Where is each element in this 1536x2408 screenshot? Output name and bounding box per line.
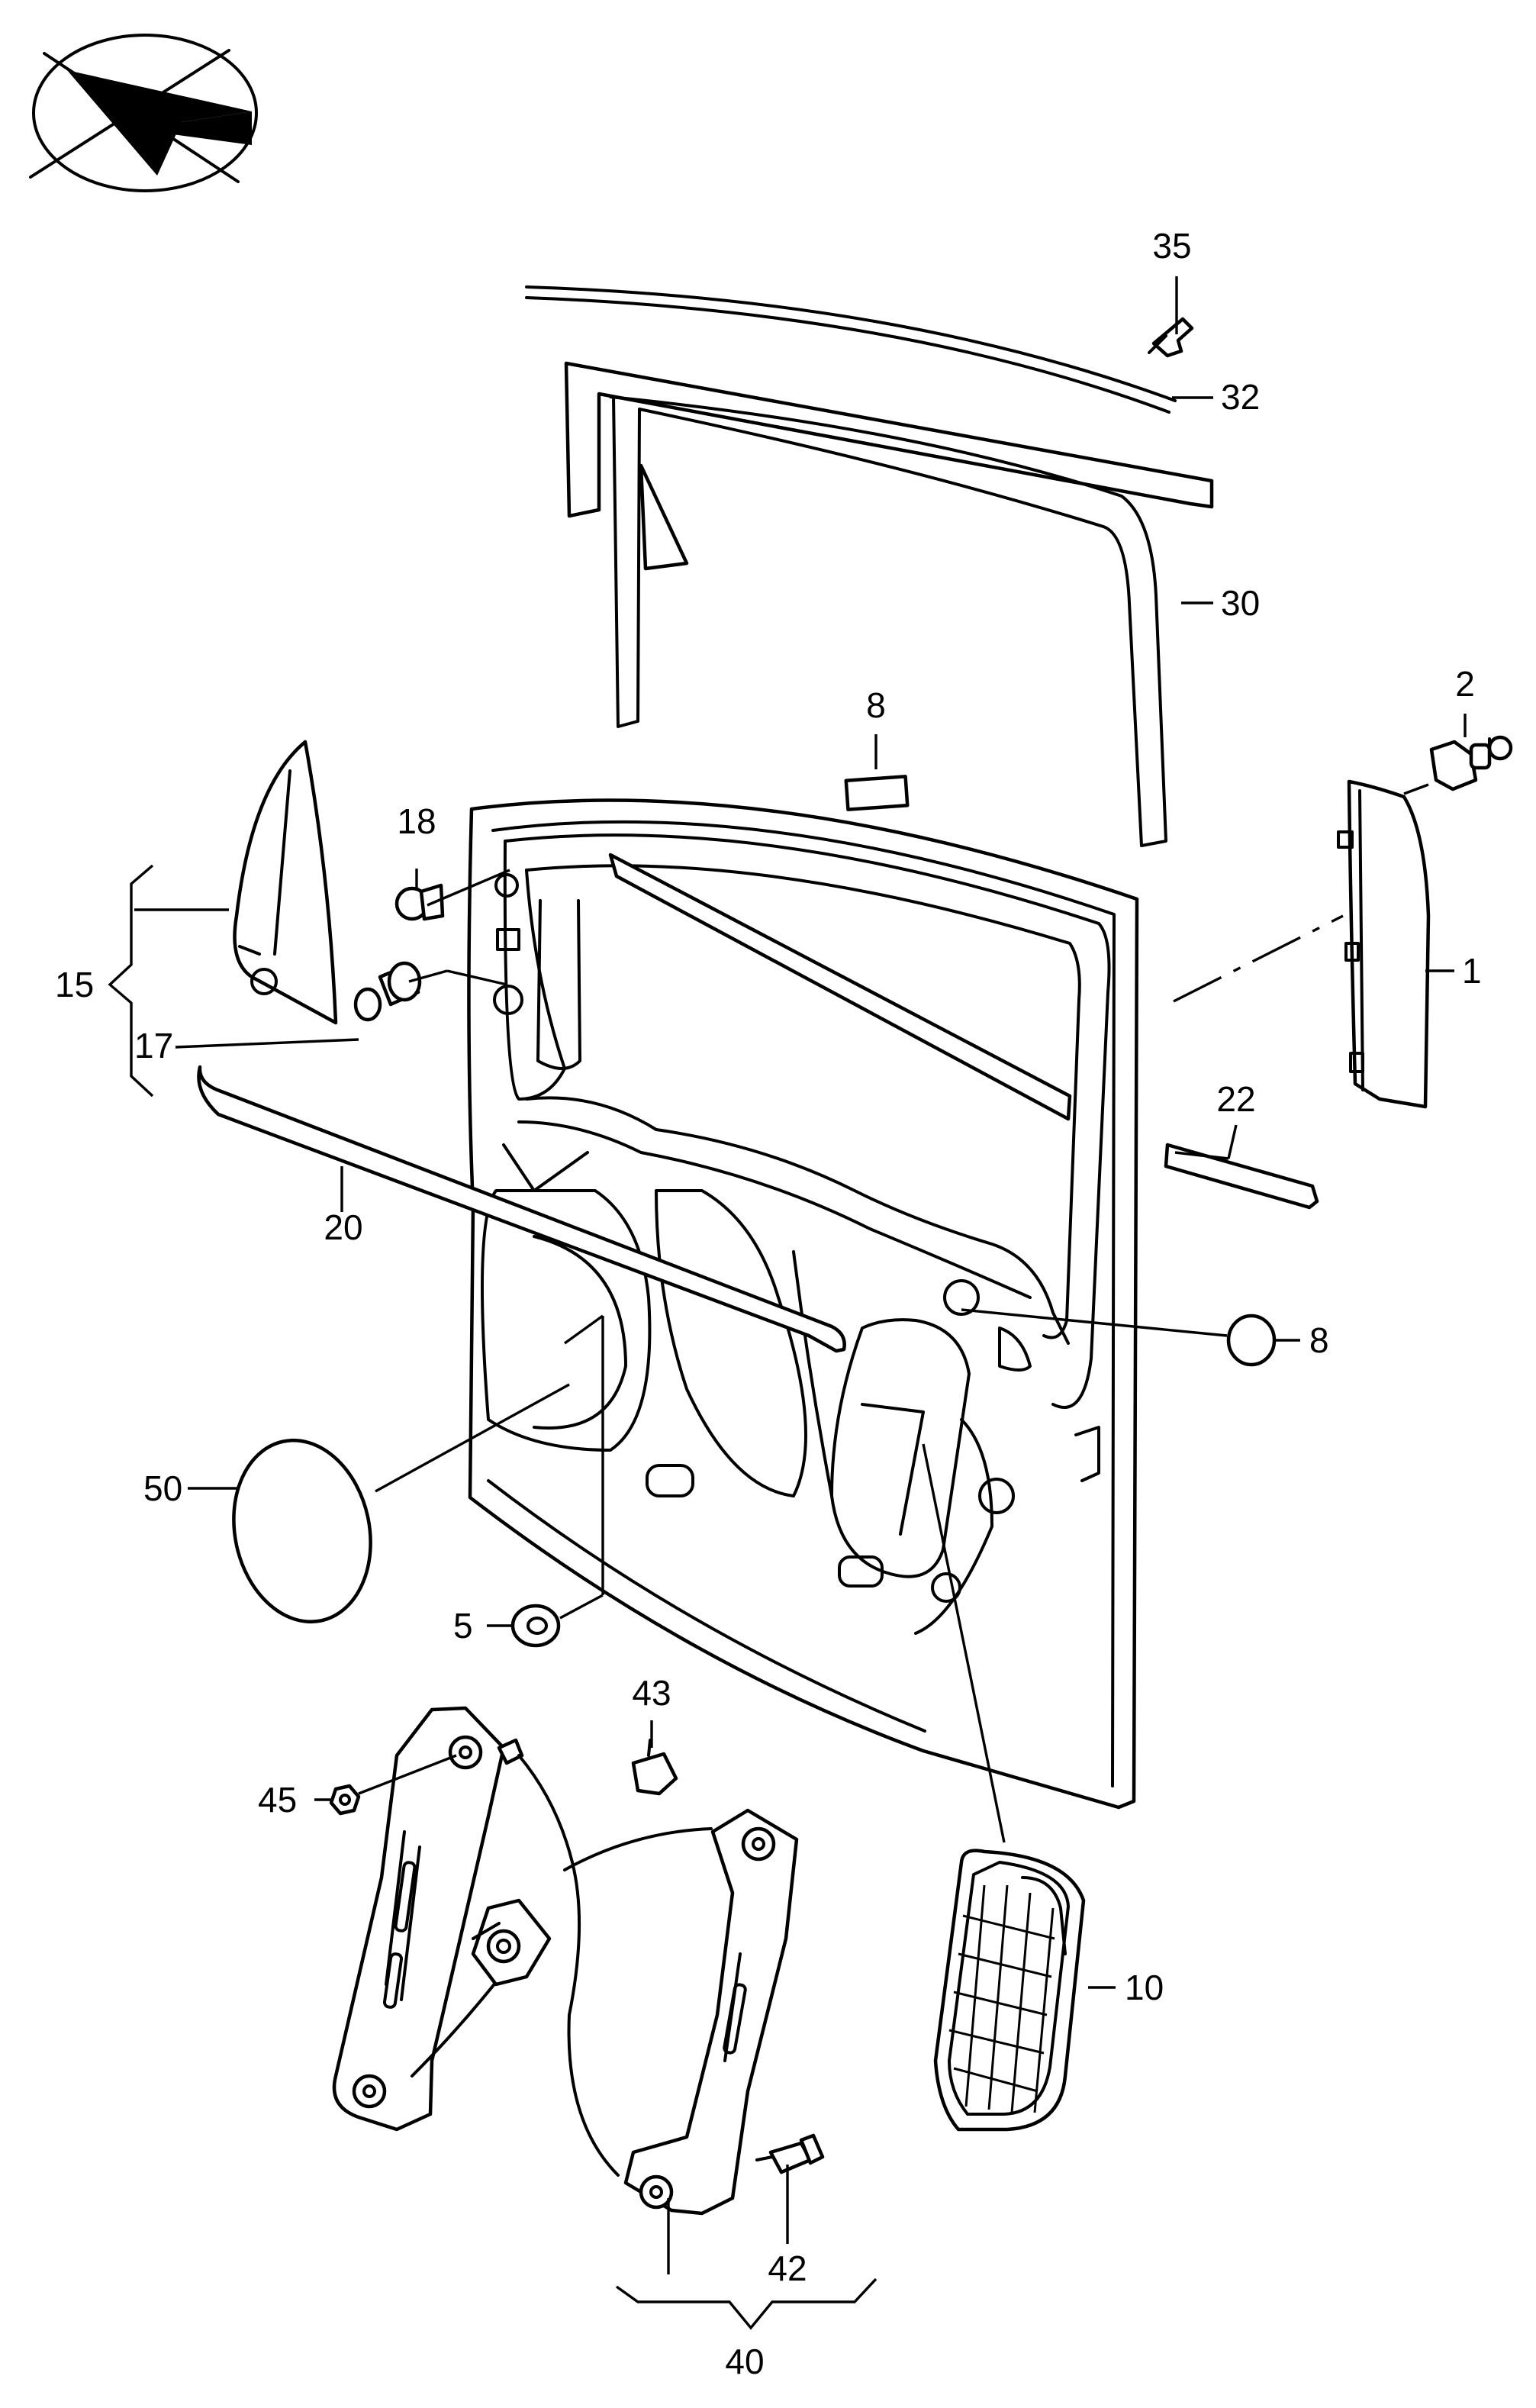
callout-45: 45 bbox=[258, 1780, 297, 1820]
callout-18: 18 bbox=[397, 801, 436, 841]
adhesive-label-8 bbox=[844, 775, 910, 811]
bolt-42 bbox=[755, 2133, 825, 2174]
callout-42: 42 bbox=[768, 2248, 807, 2288]
door-inner-panel bbox=[467, 798, 1139, 1810]
callout-17: 17 bbox=[134, 1026, 173, 1065]
cover-foil-50 bbox=[232, 1438, 372, 1624]
direction-arrow-icon bbox=[29, 34, 258, 192]
callout-10: 10 bbox=[1125, 1968, 1164, 2007]
expanding-rivet-17 bbox=[353, 961, 422, 1022]
clip-43 bbox=[631, 1739, 678, 1796]
callout-50: 50 bbox=[143, 1468, 182, 1508]
window-guide-rail-30 bbox=[525, 285, 1214, 847]
nut-45 bbox=[329, 1784, 361, 1816]
callout-30: 30 bbox=[1221, 583, 1260, 623]
callout-8-mid: 8 bbox=[1309, 1320, 1329, 1360]
callout-5: 5 bbox=[453, 1606, 473, 1646]
clip-2 bbox=[1429, 735, 1513, 791]
callout-2: 2 bbox=[1455, 664, 1475, 704]
callout-43: 43 bbox=[632, 1673, 671, 1713]
inner-waist-seal-22 bbox=[1164, 1143, 1319, 1210]
callout-35: 35 bbox=[1152, 226, 1191, 266]
callout-labels: 35 32 30 8 2 18 1 15 17 22 20 8 50 5 43 … bbox=[55, 226, 1482, 2381]
plug-8 bbox=[1226, 1314, 1277, 1367]
window-regulator-40 bbox=[332, 1706, 799, 2216]
speaker-grille-10 bbox=[933, 1849, 1086, 2132]
grommet-5 bbox=[510, 1604, 561, 1648]
leader-lines bbox=[108, 276, 1467, 2330]
callout-32: 32 bbox=[1221, 377, 1260, 417]
callout-22: 22 bbox=[1216, 1079, 1255, 1119]
trim-panel-1 bbox=[1337, 779, 1431, 1109]
callout-8-top: 8 bbox=[866, 685, 886, 725]
callout-20: 20 bbox=[324, 1207, 362, 1247]
outer-waist-seal-20 bbox=[197, 1065, 846, 1353]
callout-15: 15 bbox=[55, 965, 94, 1004]
callout-40: 40 bbox=[725, 2342, 764, 2381]
clip-35 bbox=[1148, 317, 1194, 358]
triangle-cover-15 bbox=[233, 740, 338, 1025]
callout-1: 1 bbox=[1462, 951, 1482, 991]
